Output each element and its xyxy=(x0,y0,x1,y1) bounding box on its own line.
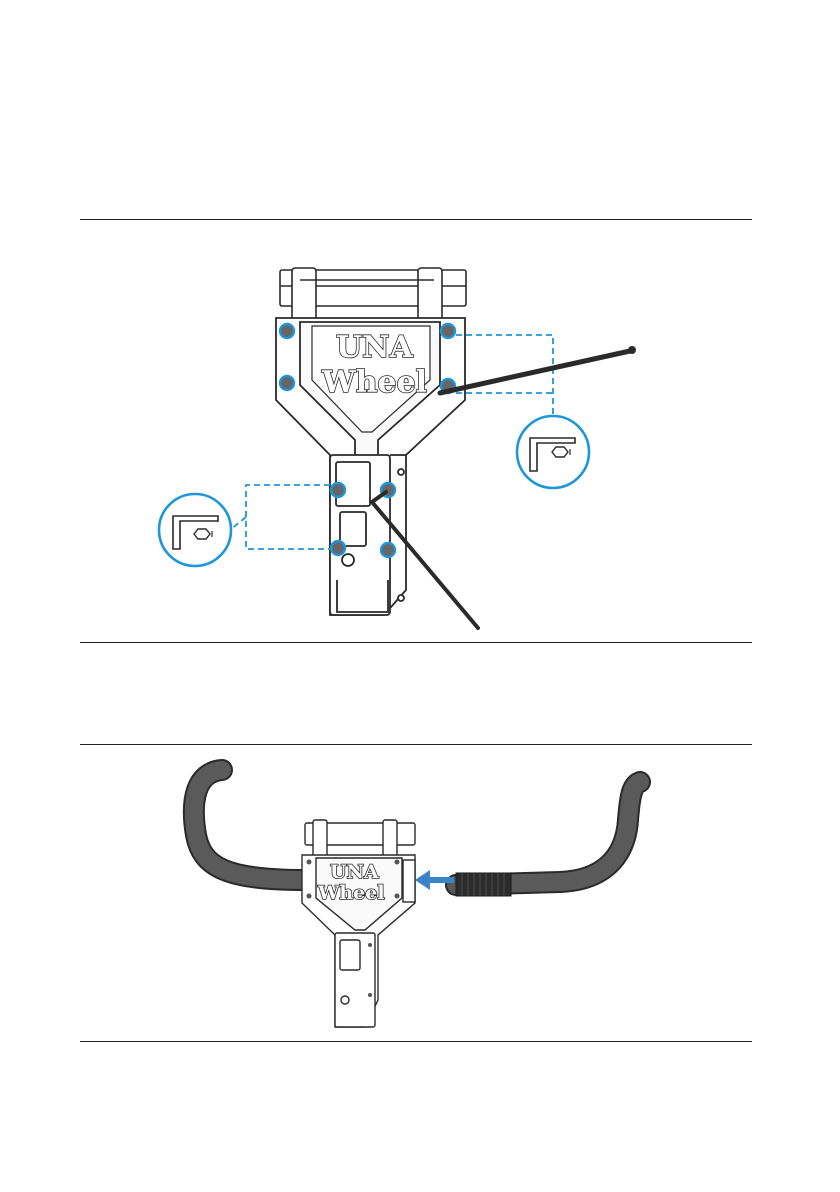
mount-small xyxy=(302,820,415,1027)
logo-small-line1: UNA xyxy=(330,861,379,883)
handlebar xyxy=(194,770,640,896)
logo-small-line2: Wheel xyxy=(317,882,385,904)
